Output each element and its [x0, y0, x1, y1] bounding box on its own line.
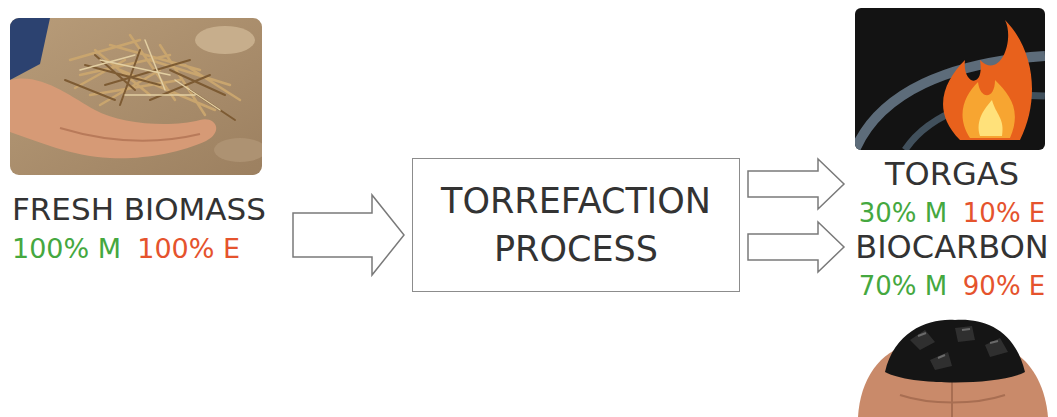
photo-ground: [214, 138, 262, 162]
share-row: 100% M 100% E: [12, 232, 283, 266]
biocarbon-photo: [855, 310, 1050, 417]
share-value: 100% E: [137, 232, 240, 266]
carbon-gloss: [918, 329, 998, 358]
output-label: TORGAS 30% M 10% E: [852, 155, 1052, 229]
flame: [979, 100, 1003, 136]
stream-name: BIOCARBON: [854, 228, 1050, 266]
share-value: 100% M: [12, 232, 121, 266]
straw: [70, 35, 240, 115]
flame: [943, 20, 1032, 140]
share-value: 70% M: [859, 270, 948, 302]
share-row: 30% M 10% E: [854, 197, 1050, 229]
photo-ground: [855, 8, 1045, 150]
biocarbon-pile: [885, 320, 1025, 383]
process-label: TORREFACTION PROCESS: [427, 177, 725, 273]
photo-ground: [855, 310, 1050, 417]
flow-arrow: [748, 222, 844, 272]
photo-ground: [195, 26, 255, 54]
sleeve: [10, 18, 50, 80]
share-value: 30% M: [859, 197, 948, 229]
share-value: 10% E: [963, 197, 1045, 229]
share-value: 90% E: [963, 270, 1045, 302]
straw: [65, 50, 235, 120]
carbon-chunk: [910, 326, 1008, 370]
hand-crease: [60, 128, 200, 141]
flame: [962, 80, 1014, 138]
output-label: BIOCARBON 70% M 90% E: [852, 228, 1052, 302]
fire-photo: [855, 8, 1045, 150]
straw: [80, 40, 220, 110]
biomass-photo: [10, 18, 262, 175]
flow-arrow: [293, 195, 404, 275]
share-row: 70% M 90% E: [854, 270, 1050, 302]
flow-arrow: [748, 159, 844, 209]
stream-name: TORGAS: [854, 155, 1050, 193]
stream-name: FRESH BIOMASS: [12, 190, 283, 228]
input-label: FRESH BIOMASS 100% M 100% E: [10, 190, 285, 266]
process-box: TORREFACTION PROCESS: [412, 158, 740, 292]
